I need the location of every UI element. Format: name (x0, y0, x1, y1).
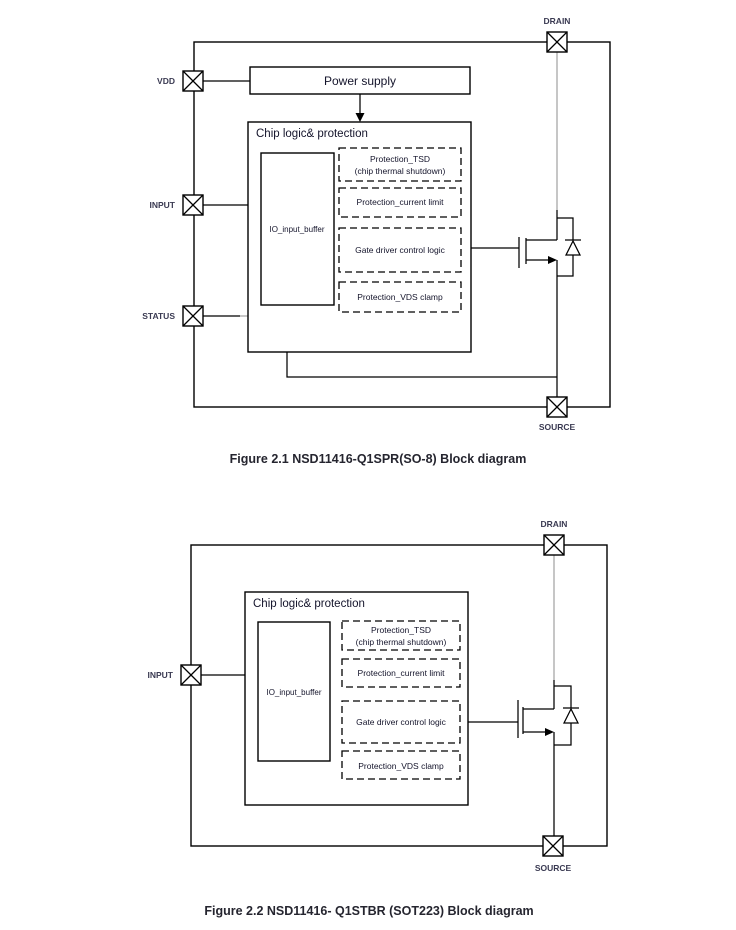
fig2-source-pin-icon (542, 835, 564, 857)
fig1-vdd-pin-icon (182, 70, 204, 92)
fig1-protection-tsd-label-1: Protection_TSD (370, 154, 430, 164)
fig1-mosfet-arrow-icon (548, 256, 557, 264)
fig1-status-pin-label: STATUS (142, 311, 175, 321)
fig1-power-mosfet-symbol (518, 237, 557, 268)
fig2-protection-tsd-label-1: Protection_TSD (371, 625, 431, 635)
fig1-protection-current-limit-label: Protection_current limit (357, 197, 445, 207)
fig1-diode-cathode-wire (557, 217, 574, 240)
fig1-source-pin-icon (546, 396, 568, 418)
fig2-protection-tsd-label-2: (chip thermal shutdown) (356, 637, 447, 647)
fig2-protection-tsd-box (341, 620, 461, 651)
fig2-protection-vds-clamp-box (341, 750, 461, 780)
fig2-protection-current-limit-box (341, 658, 461, 688)
fig1-protection-vds-clamp-box (338, 281, 462, 313)
figure2-diagram: Chip logic& protection IO_input_buffer P… (148, 519, 608, 873)
fig2-gate-driver-box (341, 700, 461, 744)
fig2-body-diode-icon (554, 685, 580, 746)
figure1-caption: Figure 2.1 NSD11416-Q1SPR(SO-8) Block di… (230, 452, 527, 466)
fig1-drain-pin-icon (546, 31, 568, 53)
fig1-protection-tsd-box (338, 147, 462, 182)
fig1-power-supply-label: Power supply (324, 74, 396, 88)
fig2-gate-driver-label: Gate driver control logic (356, 717, 447, 727)
fig1-protection-vds-clamp-label: Protection_VDS clamp (357, 292, 443, 302)
fig2-input-pin-icon (180, 664, 202, 686)
fig2-diode-cathode-wire (554, 685, 572, 708)
fig2-drain-pin-label: DRAIN (541, 519, 568, 529)
fig2-mosfet-arrow-icon (545, 728, 554, 736)
fig1-input-pin-icon (182, 194, 204, 216)
fig1-io-input-buffer-label: IO_input_buffer (269, 225, 324, 234)
fig1-drain-pin-label: DRAIN (544, 16, 571, 26)
fig2-power-mosfet-symbol (517, 700, 554, 738)
fig1-gate-driver-label: Gate driver control logic (355, 245, 446, 255)
fig1-input-pin-label: INPUT (150, 200, 176, 210)
fig1-io-input-buffer-box (260, 152, 335, 306)
fig1-vdd-pin-label: VDD (157, 76, 175, 86)
fig1-gate-driver-box (338, 227, 462, 273)
fig1-diode-anode-wire (557, 255, 574, 277)
fig1-power-supply-arrowhead-icon (355, 113, 365, 122)
fig2-io-input-buffer-label: IO_input_buffer (266, 688, 321, 697)
fig1-source-pin-label: SOURCE (539, 422, 576, 432)
fig1-status-pin-icon (182, 305, 204, 327)
fig2-protection-current-limit-label: Protection_current limit (358, 668, 446, 678)
fig1-body-diode-icon (557, 217, 582, 277)
figure1-diagram: Power supply Chip logic& protection IO_i… (142, 16, 611, 432)
fig1-power-supply-box (249, 66, 471, 95)
fig1-protection-current-limit-box (338, 187, 462, 218)
fig2-chip-logic-label: Chip logic& protection (253, 598, 365, 610)
figure2-caption: Figure 2.2 NSD11416- Q1STBR (SOT223) Blo… (204, 904, 533, 918)
fig1-protection-tsd-label-2: (chip thermal shutdown) (355, 166, 446, 176)
fig2-diode-anode-wire (554, 723, 572, 746)
fig2-source-pin-label: SOURCE (535, 863, 572, 873)
fig1-chip-logic-label: Chip logic& protection (256, 128, 368, 140)
fig2-input-pin-label: INPUT (148, 670, 174, 680)
fig2-protection-vds-clamp-label: Protection_VDS clamp (358, 761, 444, 771)
fig2-io-input-buffer-box (257, 621, 331, 762)
fig2-drain-pin-icon (543, 534, 565, 556)
